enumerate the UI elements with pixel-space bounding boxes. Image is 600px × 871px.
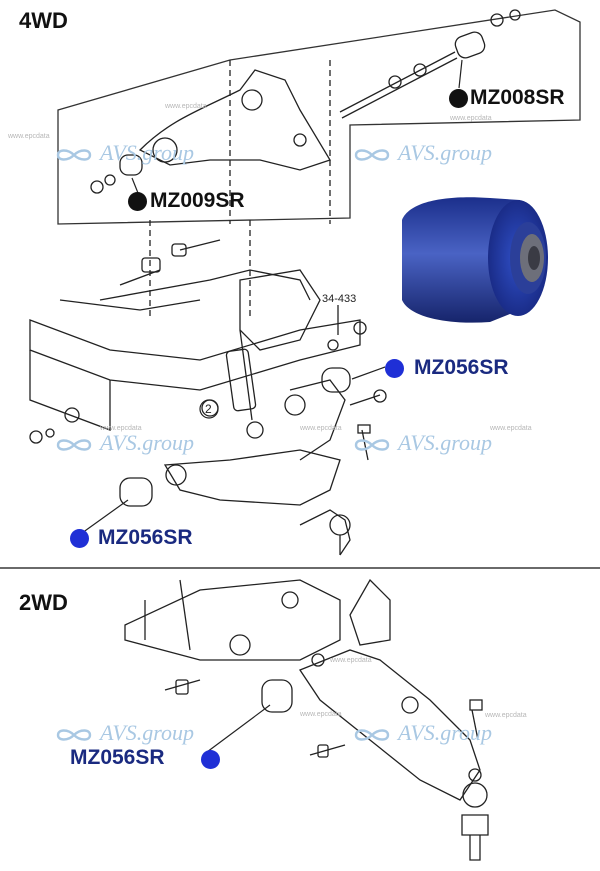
label-mz008sr: MZ008SR	[470, 86, 565, 109]
label-mz056sr-right: MZ056SR	[414, 356, 509, 379]
blue-dot-mz056sr-left	[70, 529, 89, 548]
frame-rail-2wd	[124, 579, 341, 661]
label-mz056sr-left: MZ056SR	[98, 526, 193, 549]
watermark-avs-4: AVS.group	[350, 430, 492, 456]
watermark-epcdata-1: www.epcdata	[8, 133, 50, 140]
infinity-icon	[56, 439, 92, 451]
infinity-icon	[56, 729, 92, 741]
watermark-avs-5: AVS.group	[52, 720, 194, 746]
watermark-epcdata-7: www.epcdata	[330, 657, 372, 664]
watermark-avs-6: AVS.group	[350, 720, 492, 746]
watermark-epcdata-3: www.epcdata	[450, 115, 492, 122]
watermark-epcdata-9: www.epcdata	[485, 712, 527, 719]
callout-number-2: 2	[205, 402, 212, 416]
infinity-icon	[354, 729, 390, 741]
black-dot-mz009sr	[128, 192, 147, 211]
watermark-avs-2: AVS.group	[350, 140, 492, 166]
watermark-epcdata-4: www.epcdata	[100, 425, 142, 432]
label-mz009sr: MZ009SR	[150, 189, 245, 212]
ref-label-34-433: 34-433	[322, 293, 357, 305]
watermark-epcdata-8: www.epcdata	[300, 711, 342, 718]
blue-dot-mz056sr-2wd	[201, 750, 220, 769]
lower-control-arm-2wd	[299, 649, 481, 801]
watermark-epcdata-5: www.epcdata	[300, 425, 342, 432]
ball-joint-4wd	[299, 509, 351, 556]
watermark-epcdata-2: www.epcdata	[165, 103, 207, 110]
watermark-avs-1: AVS.group	[52, 140, 194, 166]
watermark-epcdata-6: www.epcdata	[490, 425, 532, 432]
section-title-4wd: 4WD	[19, 8, 68, 33]
upper-control-arm	[138, 69, 331, 171]
section-title-2wd: 2WD	[19, 590, 68, 615]
blue-dot-mz056sr-right	[385, 359, 404, 378]
watermark-avs-3: AVS.group	[52, 430, 194, 456]
upper-arm-frame	[57, 9, 581, 225]
infinity-icon	[354, 439, 390, 451]
infinity-icon	[56, 149, 92, 161]
black-dot-mz008sr	[449, 89, 468, 108]
shock-absorber	[239, 329, 253, 421]
ball-joint-2wd	[462, 782, 488, 808]
section-divider	[0, 567, 600, 569]
infinity-icon	[354, 149, 390, 161]
frame-rail	[29, 319, 361, 391]
label-mz056sr-2wd: MZ056SR	[70, 746, 165, 769]
bushing-photo	[402, 197, 548, 323]
lower-control-arm-4wd	[163, 449, 341, 506]
